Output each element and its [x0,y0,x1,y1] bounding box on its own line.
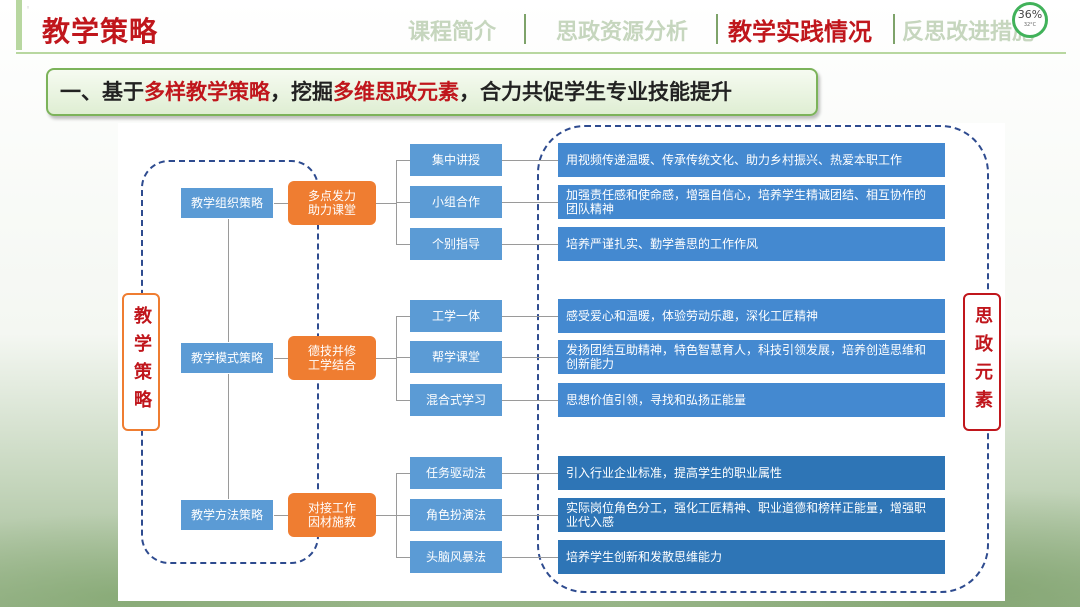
connector-line [396,202,410,203]
approach-box: 对接工作因材施教 [288,493,376,537]
connector-line [396,557,410,558]
nav-separator [716,14,718,44]
connector-line [396,515,410,516]
connector-line [376,358,396,359]
banner-suffix: ，合力共促学生专业技能提升 [459,80,732,104]
connector-line [396,357,410,358]
approach-box: 多点发力助力课堂 [288,181,376,225]
connector-line [396,244,410,245]
gauge-percent: 36% [1017,8,1043,21]
connector-line [502,244,558,245]
connector-line [502,515,558,516]
nav-tab-resource-analysis[interactable]: 思政资源分析 [556,20,689,45]
strategy-method: 教学方法策略 [180,499,274,531]
element-box: 感受爱心和温暖，体验劳动乐趣，深化工匠精神 [558,299,945,333]
method-box: 任务驱动法 [410,457,502,489]
element-box: 培养学生创新和发散思维能力 [558,540,945,574]
banner-highlight-1: 多样教学策略 [144,80,270,104]
connector-line [396,316,397,400]
method-box: 头脑风暴法 [410,541,502,573]
method-box: 小组合作 [410,186,502,218]
teaching-strategy-label: 教学策略 [122,293,160,431]
element-box: 用视频传递温暖、传承传统文化、助力乡村振兴、热爱本职工作 [558,143,945,177]
element-box: 思想价值引领，寻找和弘扬正能量 [558,383,945,417]
connector-line [376,515,396,516]
connector-line [502,557,558,558]
method-box: 角色扮演法 [410,499,502,531]
gauge-widget: 36% 32°C [1012,2,1048,38]
method-box: 个别指导 [410,228,502,260]
title-accent-bar [16,0,22,50]
gauge-temperature: 32°C [1023,22,1037,28]
connector-line [274,203,288,204]
page-title: 教学策略 [42,15,159,48]
method-box: 帮学课堂 [410,341,502,373]
nav-separator [893,14,895,44]
slide-marker-icon: ◦ [26,4,31,12]
connector-line [502,400,558,401]
banner-prefix: 一、基于 [60,80,144,104]
element-box: 培养严谨扎实、勤学善思的工作作风 [558,227,945,261]
strategy-diagram: 教学策略 思政元素 教学组织策略 教学模式策略 教学方法策略 多点发力助力课堂 … [118,123,1005,601]
method-box: 工学一体 [410,300,502,332]
connector-line [502,202,558,203]
element-box: 发扬团结互助精神，特色智慧育人，科技引领发展，培养创造思维和创新能力 [558,340,945,374]
ideological-element-label: 思政元素 [963,293,1001,431]
connector-line [502,160,558,161]
connector-line [376,203,396,204]
header-divider [16,52,1066,54]
method-box: 混合式学习 [410,384,502,416]
nav-separator [524,14,526,44]
banner-highlight-2: 多维思政元素 [333,80,459,104]
section-banner: 一、基于多样教学策略，挖掘多维思政元素，合力共促学生专业技能提升 [46,68,818,116]
connector-line [502,316,558,317]
method-box: 集中讲授 [410,144,502,176]
strategy-organization: 教学组织策略 [180,187,274,219]
connector-line [502,357,558,358]
nav-tab-practice[interactable]: 教学实践情况 [728,18,872,46]
banner-middle: ，挖掘 [270,80,333,104]
element-box: 引入行业企业标准，提高学生的职业属性 [558,456,945,490]
approach-box: 德技并修工学结合 [288,336,376,380]
connector-line [396,316,410,317]
nav-tab-course-intro[interactable]: 课程简介 [408,20,497,45]
element-box: 实际岗位角色分工，强化工匠精神、职业道德和榜样正能量，增强职业代入感 [558,498,945,532]
connector-line [396,400,410,401]
connector-line [396,160,410,161]
connector-line [396,473,410,474]
element-box: 加强责任感和使命感，增强自信心，培养学生精诚团结、相互协作的团队精神 [558,185,945,219]
connector-line [274,515,288,516]
connector-line [274,358,288,359]
strategy-mode: 教学模式策略 [180,342,274,374]
connector-line [502,473,558,474]
